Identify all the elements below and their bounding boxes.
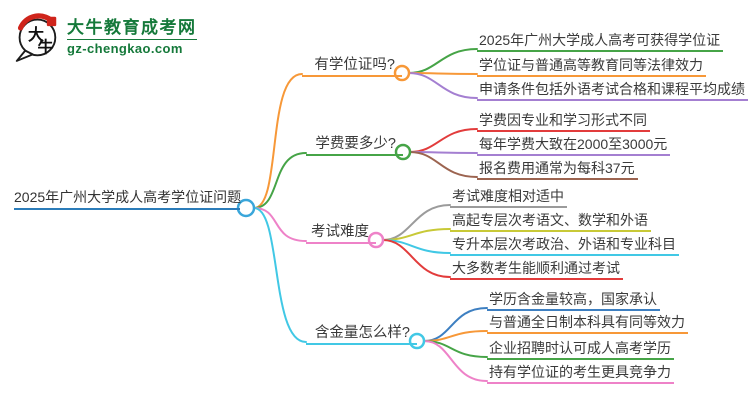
branch-label-1[interactable]: 学费要多少? [306,135,403,156]
edge-branch-3-leaf-3 [423,340,488,382]
edge-branch-0-leaf-2 [408,72,478,99]
leaf-label-1-2[interactable]: 报名费用通常为每科37元 [477,160,638,180]
edge-branch-1-leaf-0 [409,128,478,153]
edge-branch-0-leaf-0 [408,48,478,74]
leaf-label-3-0[interactable]: 学历含金量较高，国家承认 [487,291,660,311]
leaf-label-3-3[interactable]: 持有学位证的考生更具竞争力 [487,364,674,384]
edge-root-branch-1 [253,152,307,209]
leaf-label-0-0[interactable]: 2025年广州大学成人高考可获得学位证 [477,32,724,52]
speech-bubble-tail [15,49,34,62]
edge-branch-3-leaf-1 [423,330,488,342]
leaf-label-2-2[interactable]: 专升本层次考政治、外语和专业科目 [450,236,679,256]
branch-label-2[interactable]: 考试难度 [306,223,376,244]
edge-branch-2-leaf-3 [382,239,451,278]
edge-root-branch-2 [253,207,307,242]
site-logo[interactable]: 大 牛 大牛教育成考网 gz-chengkao.com [13,11,197,62]
leaf-label-0-2[interactable]: 申请条件包括外语考试合格和课程平均成绩 [477,81,748,101]
root-topic-label[interactable]: 2025年广州大学成人高考学位证问题 [14,188,241,210]
leaf-label-2-0[interactable]: 考试难度相对适中 [450,188,567,208]
leaf-label-2-1[interactable]: 高起专层次考语文、数学和外语 [450,212,651,232]
edge-branch-1-leaf-2 [409,151,478,178]
branch-label-3[interactable]: 含金量怎么样? [306,324,417,345]
edge-root-branch-3 [253,207,307,343]
red-seal [46,16,57,27]
leaf-label-0-1[interactable]: 学位证与普通高等教育同等法律效力 [477,57,706,77]
leaf-label-2-3[interactable]: 大多数考生能顺利通过考试 [450,260,623,280]
icon-char-1: 大 [28,25,44,44]
edge-root-branch-0 [253,73,303,209]
icon-char-2: 牛 [37,37,53,56]
leaf-label-3-2[interactable]: 企业招聘时认可成人高考学历 [487,340,674,360]
leaf-label-1-0[interactable]: 学费因专业和学习形式不同 [477,112,650,132]
daniu-bull-bubble-icon: 大 牛 [15,13,57,62]
site-name: 大牛教育成考网 [67,17,197,40]
leaf-label-3-1[interactable]: 与普通全日制本科具有同等效力 [487,314,688,334]
edge-branch-2-leaf-0 [382,204,451,241]
leaf-label-1-1[interactable]: 每年学费大致在2000至3000元 [477,136,671,156]
site-url: gz-chengkao.com [67,40,183,56]
branch-label-0[interactable]: 有学位证吗? [302,56,402,77]
edge-branch-2-leaf-1 [382,228,451,241]
